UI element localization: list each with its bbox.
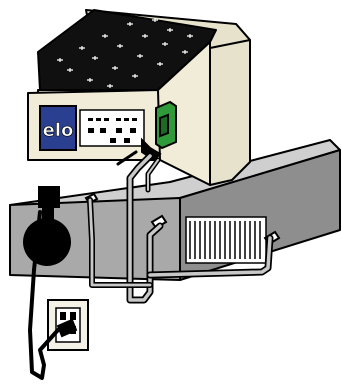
panel-indicator — [124, 138, 130, 143]
touch-monitor — [28, 10, 250, 185]
elo-logo-text: elo — [43, 120, 74, 141]
panel-indicator — [110, 138, 116, 143]
monitor-back-shell — [210, 24, 250, 185]
panel-indicator — [88, 118, 93, 121]
panel-indicator — [116, 118, 121, 121]
panel-indicator — [116, 128, 122, 133]
panel-indicator — [88, 128, 94, 133]
panel-indicator — [96, 118, 101, 121]
panel-indicator — [104, 118, 109, 121]
wall-outlet — [48, 300, 88, 350]
rear-vent — [186, 217, 266, 263]
panel-indicator — [100, 128, 106, 133]
controller-box — [80, 110, 144, 146]
panel-indicator — [124, 118, 129, 121]
elo-logo: elo — [40, 106, 76, 150]
panel-indicator — [130, 128, 136, 133]
panel-indicator — [132, 118, 137, 121]
